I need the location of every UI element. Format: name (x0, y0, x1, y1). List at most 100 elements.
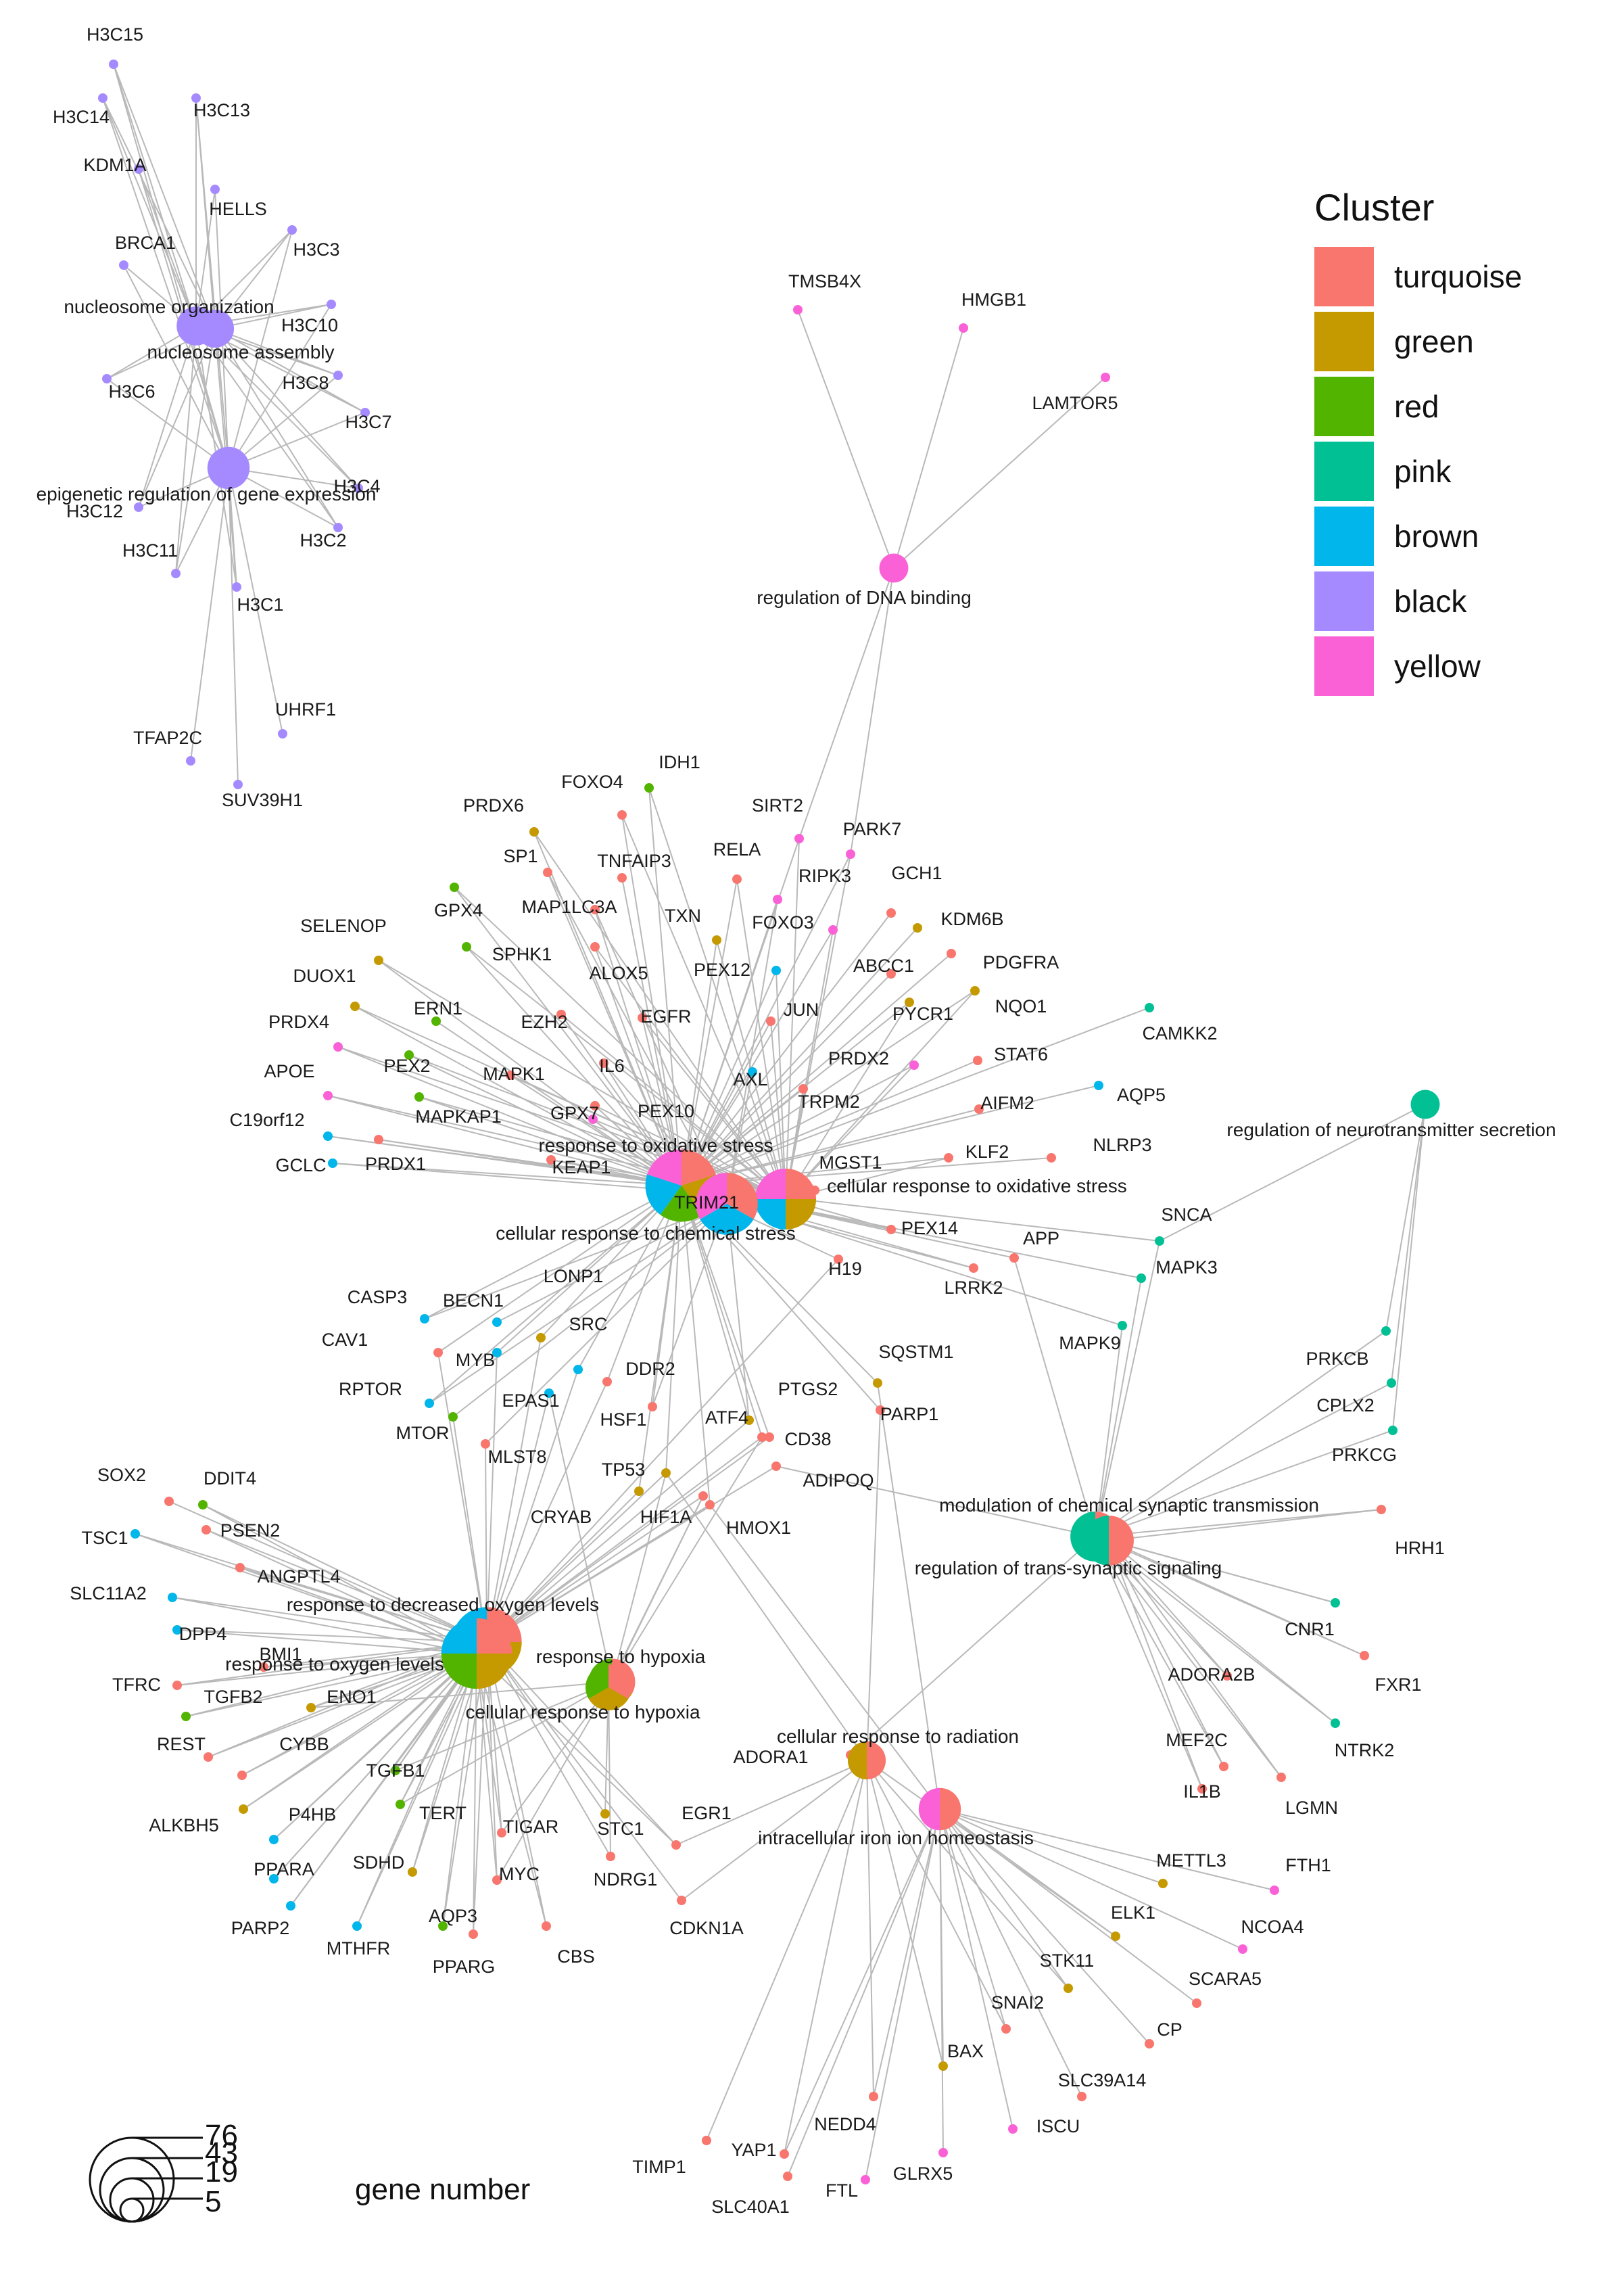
term-node-trans (1084, 1516, 1134, 1566)
gene-node-src (573, 1365, 583, 1374)
term-slice-yellow (696, 1173, 727, 1219)
edge-hif1a-dox (486, 1495, 704, 1643)
edge-mthfr-oxl (356, 1653, 477, 1927)
gene-label-angptl4: ANGPTL4 (257, 1566, 340, 1587)
edge-cav1-dox (437, 1352, 487, 1643)
edge-il1b-trans (1108, 1540, 1203, 1789)
gene-label-mthfr: MTHFR (327, 1938, 390, 1959)
edge-apoe-ox (327, 1095, 682, 1186)
gene-node-mapk3 (1137, 1273, 1146, 1283)
gene-label-h3c2: H3C2 (300, 530, 346, 551)
gene-label-ncoa4: NCOA4 (1241, 1917, 1304, 1937)
edge-myb-ox (496, 1185, 682, 1353)
gene-label-egfr: EGFR (640, 1006, 691, 1027)
gene-node-myc (492, 1875, 502, 1885)
gene-node-lgmn (1276, 1773, 1286, 1782)
gene-node-tsc1 (130, 1529, 140, 1539)
term-label-trans: regulation of trans-synaptic signaling (915, 1558, 1222, 1578)
edge-tp53-rad (665, 1472, 867, 1761)
edge-tigar-hyp (501, 1681, 613, 1833)
edge-h3c15-nuc_asm (113, 64, 216, 329)
edge-kdm1a-nuc_org (138, 168, 197, 327)
gene-label-hells: HELLS (209, 199, 267, 219)
gene-label-slc39a14: SLC39A14 (1058, 2070, 1147, 2090)
edge-h3c8-nuc_asm (214, 328, 339, 376)
gene-label-mapk9: MAPK9 (1059, 1333, 1121, 1353)
term-slice-yellow (647, 1149, 682, 1186)
gene-node-p4hb (269, 1835, 279, 1844)
edge-dpp4-dox (176, 1629, 487, 1643)
edge-hmox1-ox (681, 1185, 711, 1505)
gene-node-aifm2 (974, 1104, 984, 1114)
edge-tp53-hyp (611, 1472, 667, 1683)
edge-abcc1-ox (681, 973, 892, 1186)
gene-label-aqp5: AQP5 (1117, 1085, 1166, 1105)
gene-label-foxo3: FOXO3 (752, 912, 814, 933)
gene-node-snai2 (1001, 2024, 1011, 2034)
edge-sp1-ox (547, 872, 682, 1186)
term-nodes (176, 306, 1440, 1831)
edge-ptgs2-hyp (611, 1436, 763, 1683)
edge-sp1-chem (547, 872, 727, 1204)
gene-node-fxr1 (1360, 1651, 1369, 1660)
gene-node-h3c14 (98, 93, 108, 103)
gene-label-h3c4: H3C4 (333, 476, 380, 496)
edge-h3c7-epi (228, 412, 366, 469)
term-slice-brown (700, 1204, 754, 1235)
gene-node-sqstm1 (873, 1378, 882, 1388)
gene-node-prkcb (1381, 1326, 1391, 1336)
edge-mthfr-dox (356, 1641, 487, 1927)
edge-slc39a14-iron (939, 1808, 1082, 2097)
gene-node-angptl4 (235, 1563, 245, 1572)
gene-label-nlrp3: NLRP3 (1093, 1135, 1151, 1155)
gene-node-slc11a2 (168, 1593, 177, 1602)
gene-label-tgfb1: TGFB1 (366, 1760, 425, 1781)
edge-gch1-ox (681, 912, 892, 1186)
edge-snai2-iron (939, 1808, 1007, 2030)
gene-node-lonp1 (536, 1333, 546, 1342)
gene-nodes (98, 60, 1398, 2184)
edge-mtor-chem (452, 1203, 727, 1418)
gene-node-h3c1 (232, 582, 241, 592)
gene-node-h3c4 (354, 484, 363, 493)
gene-label-atf4: ATF4 (705, 1407, 748, 1428)
edge-cbs-dox (486, 1641, 547, 1927)
gene-label-stat6: STAT6 (994, 1044, 1048, 1064)
edge-ncoa4-iron (939, 1808, 1243, 1950)
term-slice-yellow (755, 1168, 786, 1199)
gene-node-tmsb4x (793, 305, 803, 314)
edge-hrh1-trans (1108, 1509, 1382, 1541)
gene-node-pex12 (771, 966, 781, 975)
gene-label-nqo1: NQO1 (995, 996, 1047, 1016)
gene-label-scara5: SCARA5 (1189, 1969, 1262, 1989)
legend-label-pink: pink (1394, 454, 1452, 489)
term-label-dna: regulation of DNA binding (757, 587, 972, 608)
gene-label-aqp3: AQP3 (429, 1906, 477, 1926)
gene-label-rest: REST (157, 1734, 206, 1754)
edge-foxo3-ox (681, 929, 834, 1186)
gene-node-sirt2 (794, 834, 804, 843)
edge-ppara-oxl (273, 1653, 477, 1879)
edge-map1lc3a-ox (594, 909, 682, 1186)
edge-mapk3-syn (1095, 1278, 1142, 1537)
edge-egr1-dox (486, 1641, 677, 1846)
gene-node-h3c15 (109, 60, 118, 69)
gene-label-cryab: CRYAB (531, 1507, 592, 1527)
gene-node-atf4 (744, 1415, 754, 1425)
term-slice-turquoise (867, 1741, 886, 1780)
gene-label-h3c15: H3C15 (87, 24, 143, 45)
edge-ntrk2-trans (1108, 1540, 1336, 1724)
term-node-nuc_asm (195, 309, 235, 348)
term-slice-red (441, 1654, 477, 1689)
edge-h3c2-nuc_org (195, 325, 339, 528)
edge-tfap2c-epi (190, 467, 229, 762)
gene-node-mthfr (352, 1921, 362, 1931)
edge-mapk9-syn (1095, 1325, 1123, 1537)
gene-label-prkcb: PRKCB (1306, 1349, 1368, 1369)
edge-sdhd-oxl (412, 1653, 477, 1873)
legend-label-brown: brown (1394, 519, 1479, 554)
term-slice-turquoise (786, 1168, 817, 1199)
edge-rptor-chem (429, 1203, 727, 1404)
edge-nqo1-ox (681, 990, 976, 1186)
gene-node-kdm1a (134, 164, 143, 174)
